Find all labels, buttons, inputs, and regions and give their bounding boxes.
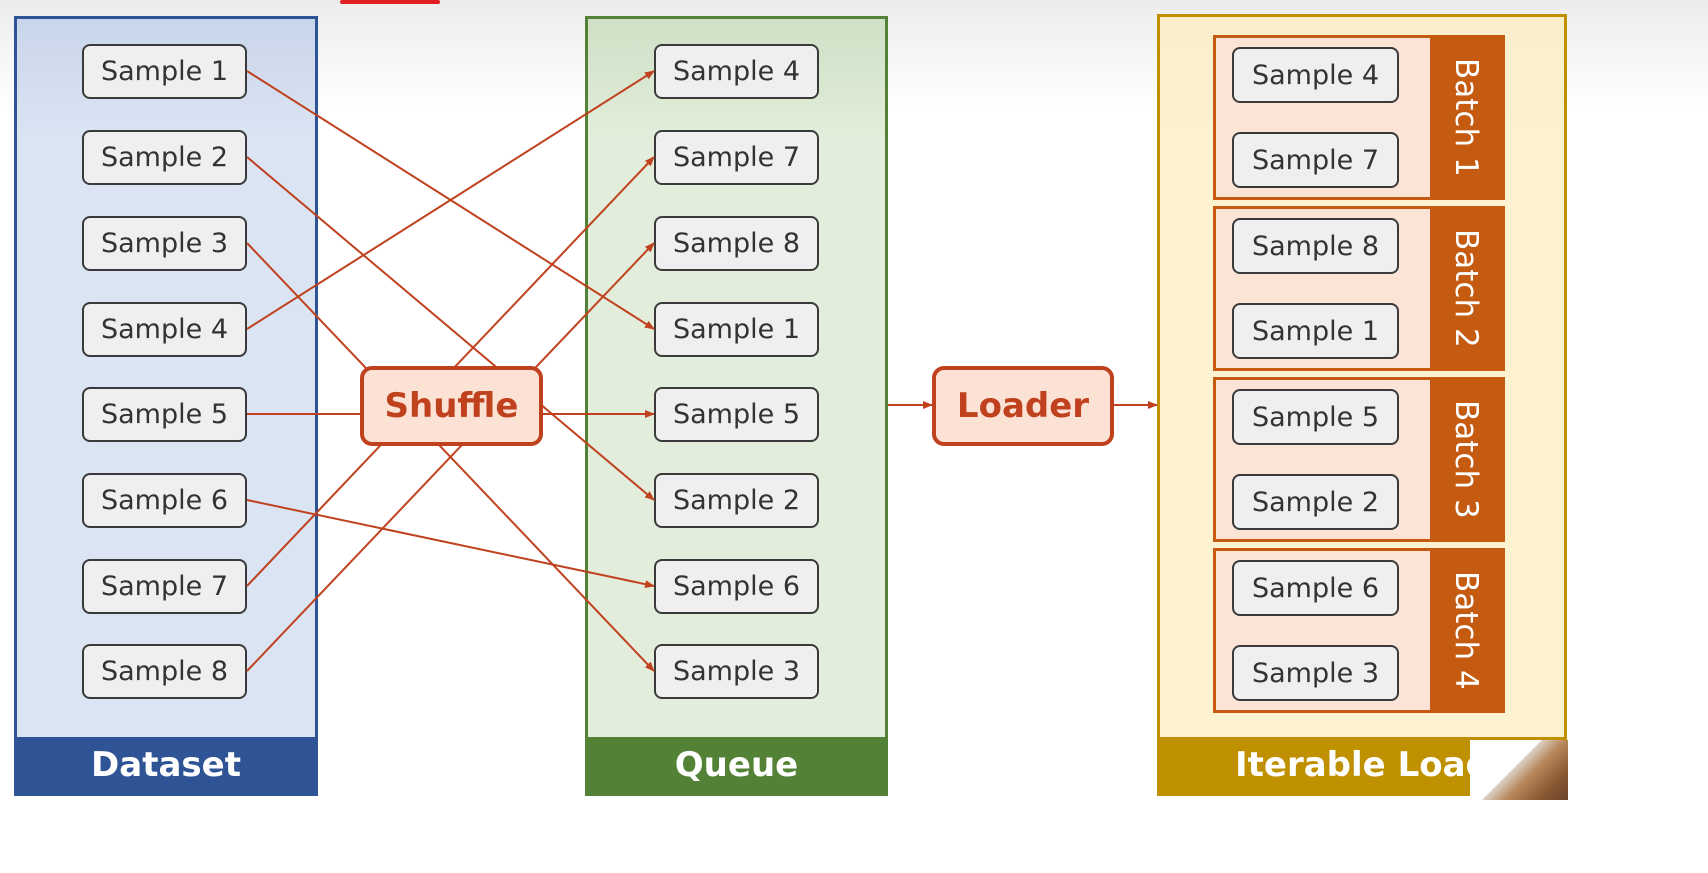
queue-sample: Sample 8 <box>654 216 819 271</box>
batch-group: Sample 8 Sample 1 Batch 2 <box>1213 206 1505 371</box>
queue-sample: Sample 4 <box>654 44 819 99</box>
queue-sample: Sample 5 <box>654 387 819 442</box>
batch-tab: Batch 3 <box>1430 380 1502 539</box>
connector-line <box>246 70 655 330</box>
batch-sample: Sample 1 <box>1232 303 1399 359</box>
batch-tab: Batch 2 <box>1430 209 1502 368</box>
dataset-title: Dataset <box>17 737 315 793</box>
batch-label: Batch 3 <box>1448 400 1484 519</box>
batch-label: Batch 1 <box>1448 58 1484 177</box>
connector-line <box>246 499 655 589</box>
dataset-sample: Sample 5 <box>82 387 247 442</box>
batch-label: Batch 4 <box>1448 571 1484 690</box>
queue-sample: Sample 2 <box>654 473 819 528</box>
queue-title: Queue <box>588 737 885 793</box>
annotation-mark <box>340 0 440 4</box>
dataset-sample: Sample 2 <box>82 130 247 185</box>
dataset-sample: Sample 4 <box>82 302 247 357</box>
dataset-sample: Sample 1 <box>82 44 247 99</box>
connector-line <box>246 242 655 672</box>
loader-node: Loader <box>932 366 1114 446</box>
batch-group: Sample 6 Sample 3 Batch 4 <box>1213 548 1505 713</box>
batch-sample: Sample 6 <box>1232 560 1399 616</box>
queue-sample: Sample 7 <box>654 130 819 185</box>
queue-sample: Sample 6 <box>654 559 819 614</box>
dataset-sample: Sample 7 <box>82 559 247 614</box>
dataset-sample: Sample 3 <box>82 216 247 271</box>
batch-tab: Batch 4 <box>1430 551 1502 710</box>
batch-sample: Sample 7 <box>1232 132 1399 188</box>
dataset-sample: Sample 6 <box>82 473 247 528</box>
batch-sample: Sample 3 <box>1232 645 1399 701</box>
dataset-sample: Sample 8 <box>82 644 247 699</box>
queue-sample: Sample 3 <box>654 644 819 699</box>
batch-sample: Sample 5 <box>1232 389 1399 445</box>
shuffle-node: Shuffle <box>360 366 543 446</box>
batch-sample: Sample 4 <box>1232 47 1399 103</box>
batch-tab: Batch 1 <box>1430 38 1502 197</box>
batch-group: Sample 4 Sample 7 Batch 1 <box>1213 35 1505 200</box>
corner-photo <box>1470 740 1568 800</box>
batch-sample: Sample 8 <box>1232 218 1399 274</box>
batch-group: Sample 5 Sample 2 Batch 3 <box>1213 377 1505 542</box>
queue-sample: Sample 1 <box>654 302 819 357</box>
connector-line <box>246 156 655 501</box>
batch-sample: Sample 2 <box>1232 474 1399 530</box>
batch-label: Batch 2 <box>1448 229 1484 348</box>
